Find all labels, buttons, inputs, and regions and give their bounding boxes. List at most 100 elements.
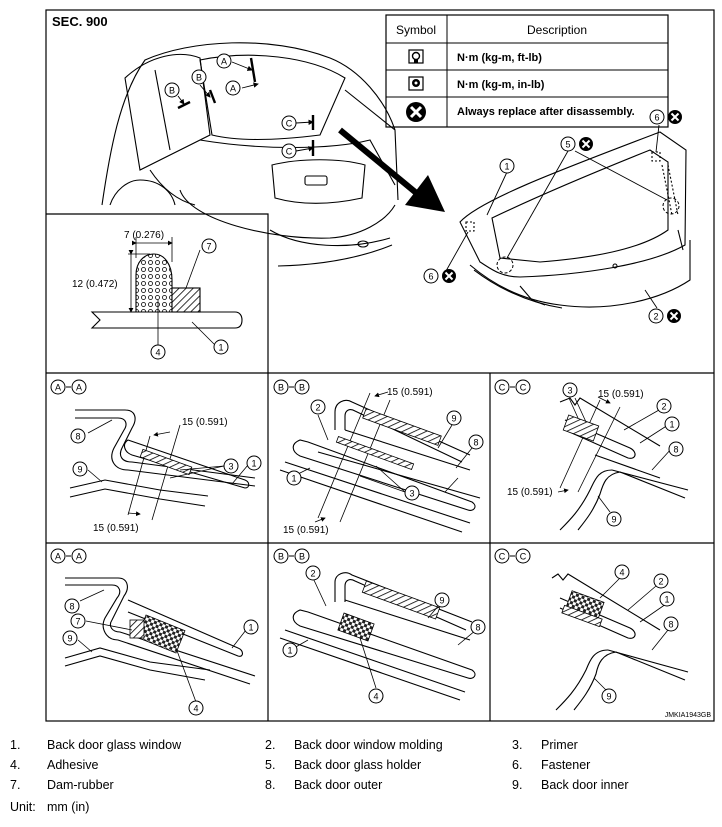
dim-height-12: 12 (0.472) (72, 279, 118, 290)
legend-row: 4. Adhesive 5. Back door glass holder 6.… (10, 758, 715, 778)
legend-label: Back door outer (294, 778, 383, 792)
legend-row: 7. Dam-rubber 8. Back door outer 9. Back… (10, 778, 715, 798)
detail-box-frame (46, 213, 269, 373)
callout-9: 9 (77, 465, 82, 475)
marker-c-1: C (286, 119, 293, 129)
symbol-row-1-description: N·m (kg-m, ft-lb) (457, 52, 542, 64)
adhesive-bb-upper (362, 408, 442, 446)
callout-7: 7 (206, 242, 211, 252)
callout-8: 8 (75, 432, 80, 442)
bb-upper-leaders (293, 391, 473, 523)
outer-frame (45, 9, 715, 722)
adhesive-cc-upper (562, 414, 600, 442)
legend-label: Back door glass window (47, 738, 182, 752)
symbol-row-3-description: Always replace after disassembly. (457, 106, 635, 118)
section-bb-upper (279, 392, 481, 533)
section-aa-lower (64, 577, 256, 685)
legend-row: 1. Back door glass window 2. Back door w… (10, 738, 715, 758)
callout-1: 1 (251, 459, 256, 469)
callout-7: 7 (75, 617, 80, 627)
dim-cc-upper-top: 15 (0.591) (598, 389, 644, 400)
callout-1: 1 (504, 162, 509, 172)
callout-8: 8 (668, 620, 673, 630)
callout-8: 8 (475, 623, 480, 633)
callout-9: 9 (606, 692, 611, 702)
callout-6: 6 (428, 272, 433, 282)
callout-2: 2 (661, 402, 666, 412)
callout-8: 8 (473, 438, 478, 448)
callout-1: 1 (218, 343, 223, 353)
dim-width-7: 7 (0.276) (124, 230, 164, 241)
callout-8: 8 (69, 602, 74, 612)
adhesive-bb-lower (337, 612, 375, 642)
title-bb-upper-2: B (299, 383, 305, 393)
dim-bb-upper-top: 15 (0.591) (387, 387, 433, 398)
title-aa-upper-2: A (76, 383, 82, 393)
unit-label: Unit: (10, 800, 36, 814)
title-bb-upper-1: B (278, 383, 284, 393)
callout-2: 2 (653, 312, 658, 322)
callout-9: 9 (67, 634, 72, 644)
vehicle-section-markers: A A B B C C (164, 53, 297, 159)
legend-num: 6. (512, 758, 523, 772)
description-header: Description (527, 23, 587, 37)
dam-rubber-detail: 7 (0.276) 12 (0.472) (72, 230, 243, 346)
symbol-row-2-description: N·m (kg-m, in-lb) (457, 79, 545, 91)
legend-num: 3. (512, 738, 523, 752)
marker-a-2: A (230, 84, 236, 94)
title-bb-lower-2: B (299, 552, 305, 562)
section-marker-leaders (177, 61, 314, 152)
callout-3: 3 (567, 386, 572, 396)
image-code: JMKIA1943GB (665, 712, 712, 719)
torque-wrench-icon (408, 49, 424, 64)
legend-num: 4. (10, 758, 21, 772)
replace-x-icon (581, 139, 591, 149)
dim-bb-upper-bottom: 15 (0.591) (283, 525, 329, 536)
dim-cc-upper-bottom: 15 (0.591) (507, 487, 553, 498)
replace-x-icon (406, 102, 426, 122)
callout-2: 2 (315, 403, 320, 413)
callout-1: 1 (248, 623, 253, 633)
aa-upper-leaders (87, 419, 249, 517)
glass-view-leaders (445, 124, 668, 309)
callout-8: 8 (673, 445, 678, 455)
dim-aa-upper-bottom: 15 (0.591) (93, 523, 139, 534)
callout-3: 3 (228, 462, 233, 472)
title-aa-lower-1: A (55, 552, 61, 562)
section-label: SEC. 900 (52, 14, 108, 29)
section-aa-upper (69, 409, 256, 521)
legend-label: Back door window molding (294, 738, 443, 752)
legend-num: 2. (265, 738, 276, 752)
primer-aa-upper (139, 448, 193, 476)
exploded-view-arrow (338, 127, 445, 212)
section-cc-upper (559, 397, 689, 531)
service-diagram: SEC. 900 Symbol Description N·m (kg-m, f… (45, 9, 715, 722)
panel-titles: A A B B C C A A B B C C (50, 379, 531, 564)
legend-label: Primer (541, 738, 578, 752)
callout-2: 2 (310, 569, 315, 579)
legend-label: Back door glass holder (294, 758, 422, 772)
callout-4: 4 (373, 692, 378, 702)
marker-a-1: A (221, 57, 227, 67)
replace-x-icon (669, 311, 679, 321)
title-aa-lower-2: A (76, 552, 82, 562)
callout-2: 2 (658, 577, 663, 587)
title-cc-upper-1: C (499, 383, 506, 393)
aa-lower-leaders (77, 589, 247, 703)
replace-x-icon (444, 271, 454, 281)
callout-4: 4 (619, 568, 624, 578)
callout-1: 1 (664, 595, 669, 605)
title-cc-lower-2: C (520, 552, 527, 562)
title-bb-lower-1: B (278, 552, 284, 562)
dam-rubber-aa-lower (129, 619, 145, 639)
marker-b-2: B (169, 86, 175, 96)
callout-9: 9 (611, 515, 616, 525)
legend-num: 5. (265, 758, 276, 772)
legend-label: Fastener (541, 758, 591, 772)
marker-c-2: C (286, 147, 293, 157)
panel-frames (45, 9, 715, 722)
glass-holder-circles (496, 197, 680, 274)
callout-9: 9 (439, 596, 444, 606)
callout-4: 4 (155, 348, 160, 358)
glass-exploded-view (459, 131, 691, 309)
